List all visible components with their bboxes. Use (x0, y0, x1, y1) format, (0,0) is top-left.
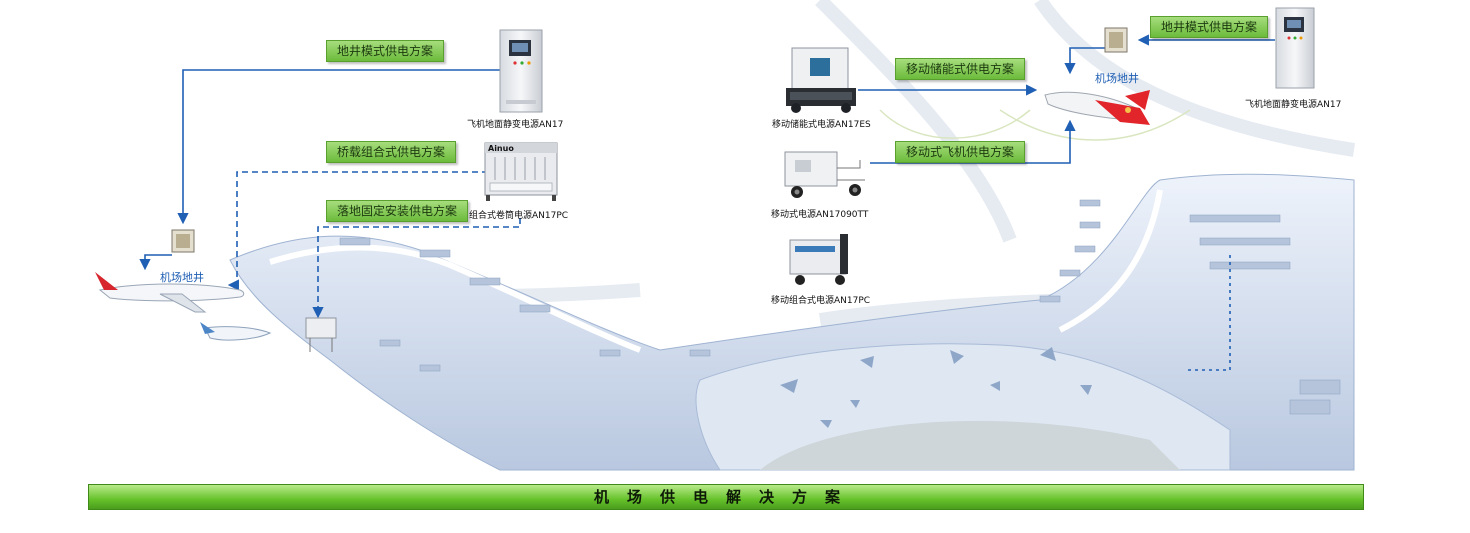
caption-an17-right: 飞机地面静变电源AN17 (1245, 100, 1342, 110)
mobile-unit-an17090tt (784, 151, 865, 198)
terminal-building (229, 173, 1355, 471)
brand-label: Ainuo (488, 144, 514, 153)
floor-mounted-unit (305, 317, 337, 352)
caption-an17es: 移动储能式电源AN17ES (772, 120, 871, 130)
mobile-storage-unit-an17es (786, 47, 856, 113)
arrow-pit-left (139, 254, 172, 271)
label-floor: 落地固定安装供电方案 (326, 200, 469, 222)
footer-title-bar: 机场供电解决方案 (88, 484, 1364, 510)
aircraft-right (1044, 90, 1150, 125)
an17-cabinet-right (1275, 7, 1315, 89)
connector-arrows (139, 34, 1275, 371)
aircraft-left-small (200, 322, 272, 341)
label-bridge: 桥载组合式供电方案 (326, 141, 457, 163)
drum-unit-an17pc (484, 142, 558, 201)
dotted-line-right (1185, 255, 1231, 371)
an17-cabinet-left (499, 29, 543, 113)
aircraft-left (95, 272, 245, 313)
taxi-lines (879, 109, 1191, 141)
label-mobile-storage: 移动储能式供电方案 (895, 58, 1026, 80)
arrow-mobile-aircraft (870, 119, 1076, 164)
label-shaft-left: 地井模式供电方案 (326, 40, 445, 62)
arrow-pit-right (1064, 47, 1105, 75)
mobile-unit-an17pc (789, 234, 848, 285)
ground-pit-left (171, 229, 195, 253)
ground-pit-right (1104, 27, 1128, 53)
caption-an17pc-drum: 组合式卷筒电源AN17PC (469, 211, 569, 221)
arrow-floor (312, 218, 521, 319)
label-mobile-aircraft: 移动式飞机供电方案 (895, 141, 1026, 163)
caption-an17pc-mobile: 移动组合式电源AN17PC (771, 296, 871, 306)
pit-label-left: 机场地井 (160, 271, 204, 284)
label-shaft-right: 地井模式供电方案 (1150, 16, 1269, 38)
pit-label-right: 机场地井 (1095, 72, 1139, 85)
caption-an17090tt: 移动式电源AN17090TT (771, 210, 869, 220)
arrow-bridge (227, 171, 488, 291)
arrow-shaft-left (177, 69, 500, 225)
caption-an17-left: 飞机地面静变电源AN17 (467, 120, 564, 130)
